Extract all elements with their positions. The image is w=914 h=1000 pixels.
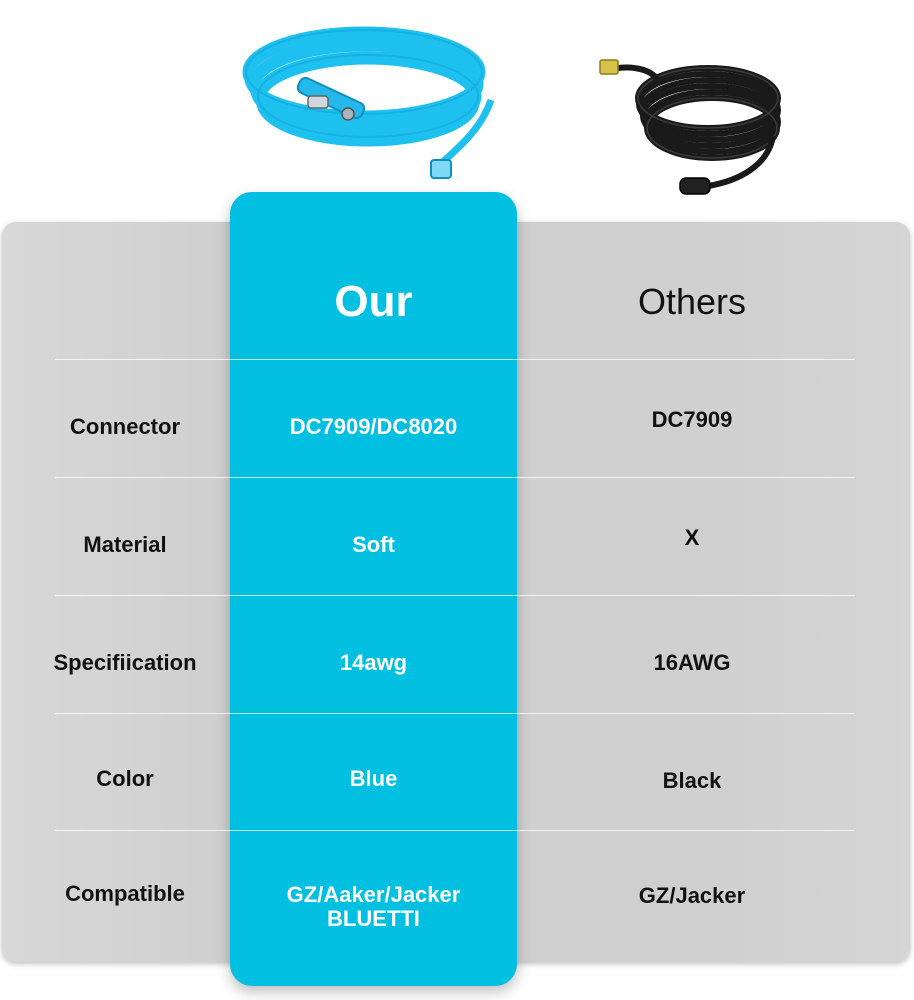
our-value-compatible-line2: BLUETTI	[327, 906, 420, 931]
our-value-material: Soft	[352, 532, 395, 557]
row-divider	[55, 830, 855, 831]
others-header: Others	[637, 281, 747, 322]
blue-coiled-cable-icon	[242, 26, 495, 179]
black-coiled-cable-icon	[599, 59, 781, 195]
row-divider	[55, 595, 855, 596]
row-divider	[55, 713, 855, 714]
others-value-material: X	[684, 525, 700, 550]
our-column-highlight	[230, 192, 517, 986]
row-label-compatible: Compatible	[65, 881, 185, 906]
others-value-connector: DC7909	[651, 407, 733, 432]
our-value-compatible: GZ/Aaker/Jacker BLUETTI	[230, 880, 517, 934]
row-label-material: Material	[83, 532, 167, 557]
our-header: Our	[334, 277, 413, 326]
our-value-color: Blue	[349, 766, 398, 791]
row-label-specification: Specifiication	[53, 650, 197, 675]
others-value-specification: 16AWG	[653, 650, 731, 675]
row-divider	[55, 477, 855, 478]
row-label-color: Color	[96, 766, 154, 791]
our-value-specification: 14awg	[339, 650, 408, 675]
others-value-compatible: GZ/Jacker	[638, 883, 746, 908]
row-label-connector: Connector	[70, 414, 180, 439]
our-value-connector: DC7909/DC8020	[289, 414, 458, 439]
row-divider	[55, 359, 855, 360]
others-value-color: Black	[662, 768, 722, 793]
our-value-compatible-line1: GZ/Aaker/Jacker	[286, 882, 461, 907]
